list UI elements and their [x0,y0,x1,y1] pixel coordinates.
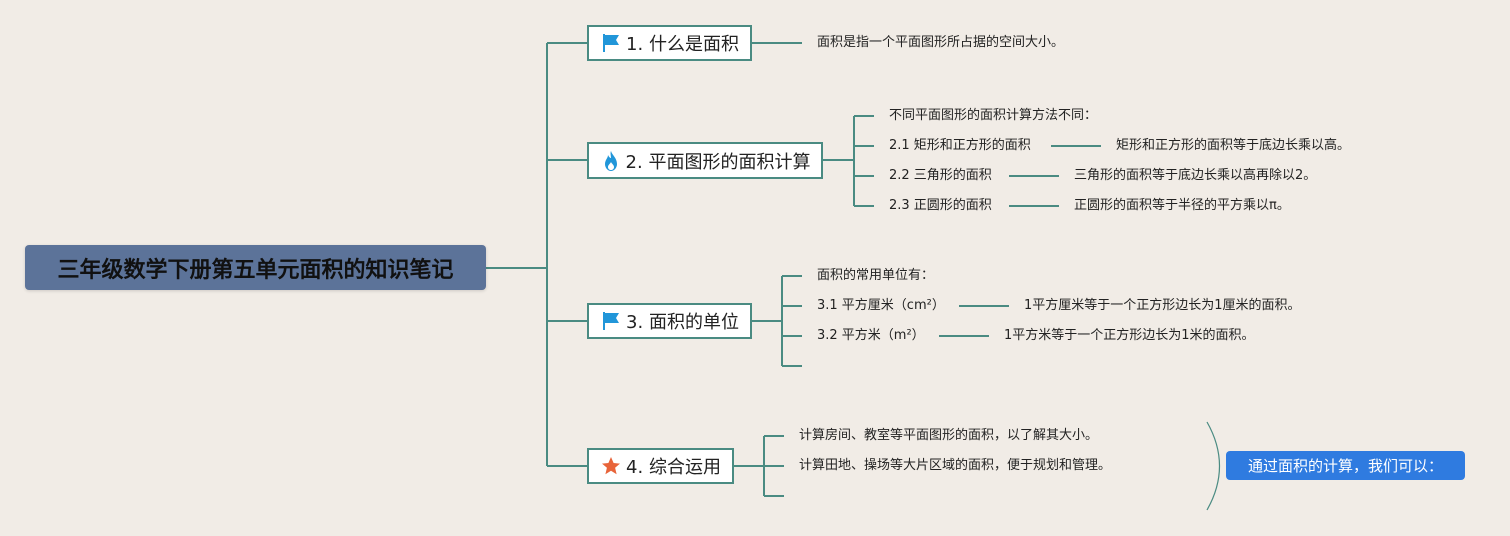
branch-area-units[interactable]: 3. 面积的单位 [587,303,752,339]
unit-cm2-detail: 1平方厘米等于一个正方形边长为1厘米的面积。 [1024,298,1301,313]
calc-triangle-label: 2.2 三角形的面积 [889,168,992,183]
units-intro: 面积的常用单位有： [817,268,935,283]
calc-circle-detail: 正圆形的面积等于半径的平方乘以π。 [1074,198,1290,213]
unit-m2-label: 3.2 平方米（m²） [817,328,925,343]
definition-text: 面积是指一个平面图形所占据的空间大小。 [817,35,1065,50]
calc-triangle-detail: 三角形的面积等于底边长乘以高再除以2。 [1074,168,1317,183]
branch-label: 3. 面积的单位 [626,312,739,333]
branch-label: 1. 什么是面积 [626,34,739,55]
unit-m2-detail: 1平方米等于一个正方形边长为1米的面积。 [1004,328,1255,343]
branch-label: 2. 平面图形的面积计算 [625,151,811,173]
calc-rectangle-label: 2.1 矩形和正方形的面积 [889,138,1031,153]
branch-application[interactable]: 4. 综合运用 [587,448,734,484]
application-room: 计算房间、教室等平面图形的面积，以了解其大小。 [799,428,1099,443]
flame-icon [600,150,622,172]
branch-what-is-area[interactable]: 1. 什么是面积 [587,25,752,61]
branch-label: 4. 综合运用 [626,457,721,478]
star-icon [600,455,622,477]
calc-rectangle-detail: 矩形和正方形的面积等于底边长乘以高。 [1116,138,1351,153]
root-topic[interactable]: 三年级数学下册第五单元面积的知识笔记 [25,245,486,290]
flag-icon [600,310,622,332]
root-title: 三年级数学下册第五单元面积的知识笔记 [57,257,454,283]
summary-text: 通过面积的计算，我们可以： [1247,457,1443,475]
calc-intro: 不同平面图形的面积计算方法不同： [889,108,1098,123]
calc-circle-label: 2.3 正圆形的面积 [889,198,992,213]
flag-icon [600,32,622,54]
unit-cm2-label: 3.1 平方厘米（cm²） [817,298,945,313]
application-field: 计算田地、操场等大片区域的面积，便于规划和管理。 [799,458,1112,473]
summary-tag[interactable]: 通过面积的计算，我们可以： [1226,451,1465,480]
branch-area-calculation[interactable]: 2. 平面图形的面积计算 [587,142,823,179]
